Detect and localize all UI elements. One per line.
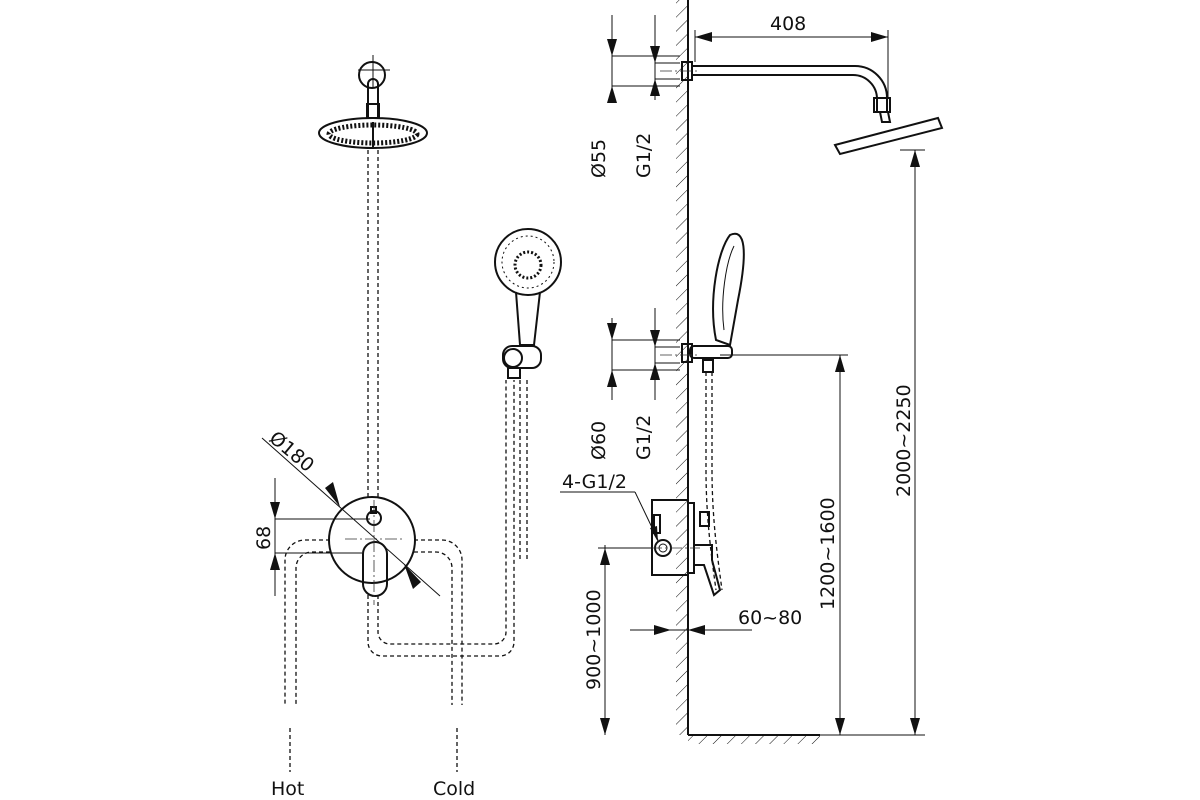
- valve-ports-label: 4-G1/2: [562, 471, 627, 493]
- mixer-offset-dimension: 68: [253, 478, 370, 596]
- holder-flange-dimension: Ø60 G1/2: [588, 308, 680, 460]
- cold-label: Cold: [433, 778, 475, 800]
- arm-length-dimension: 408: [694, 13, 889, 98]
- front-view: Ø180 68 Hot Cold: [253, 55, 562, 800]
- holder-height-label: 1200~1600: [817, 497, 839, 610]
- floor: [688, 734, 820, 744]
- wall-depth-dimension: 60~80: [630, 607, 802, 635]
- side-view: 4-G1/2 408 Ø55 G1/2: [560, 0, 944, 744]
- mixer-offset-label: 68: [253, 526, 275, 550]
- overhead-shower-side: [833, 111, 944, 156]
- mixer-diameter-label: Ø180: [265, 427, 318, 477]
- wall: [676, 0, 689, 735]
- hand-shower-front: [494, 228, 562, 379]
- mixer-diameter-dimension: Ø180: [261, 427, 441, 597]
- mixer-front: [328, 496, 416, 605]
- valve-height-dimension: 900~1000: [583, 545, 652, 735]
- overhead-shower-front: [318, 55, 428, 149]
- riser-pipe: [367, 150, 379, 498]
- shower-arm-side: [660, 61, 891, 113]
- valve-height-label: 900~1000: [583, 589, 605, 690]
- wall-depth-label: 60~80: [738, 607, 802, 629]
- supply-pipes: [284, 380, 528, 772]
- head-flange-dimension: Ø55 G1/2: [588, 15, 680, 178]
- head-flange-label: Ø55: [588, 139, 610, 178]
- holder-thread-label: G1/2: [633, 415, 655, 460]
- head-height-label: 2000~2250: [893, 384, 915, 497]
- holder-flange-label: Ø60: [588, 421, 610, 460]
- head-thread-label: G1/2: [633, 133, 655, 178]
- valve-body-side: [630, 499, 722, 597]
- arm-length-label: 408: [770, 13, 806, 35]
- hand-shower-side: [660, 232, 745, 591]
- head-height-dimension: 2000~2250: [820, 149, 925, 736]
- holder-height-dimension: 1200~1600: [720, 354, 848, 735]
- hot-label: Hot: [271, 778, 304, 800]
- valve-ports-callout: 4-G1/2: [560, 471, 659, 542]
